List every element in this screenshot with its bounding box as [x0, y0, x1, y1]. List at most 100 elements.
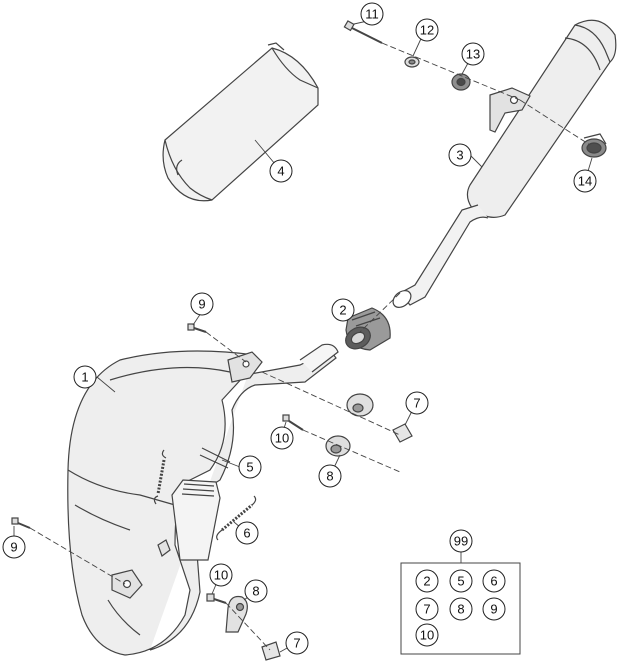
kit-number: 2	[423, 574, 430, 589]
callout-circle	[285, 631, 309, 655]
kit-circle	[449, 597, 473, 621]
callout-number: 6	[243, 526, 250, 541]
callout-circle	[244, 579, 268, 603]
callout-number: 5	[246, 460, 253, 475]
callout-number: 7	[413, 396, 420, 411]
part-rubber-sleeve	[345, 307, 391, 351]
kit-item: 7	[415, 597, 439, 621]
kit-item: 10	[415, 623, 439, 647]
callout-c7b: 7	[285, 631, 309, 655]
callout-number: 10	[214, 568, 228, 583]
alignment-lines	[29, 42, 591, 651]
kit-items: 99 2 5 6 7 8 9 10	[415, 529, 506, 647]
callout-number: 4	[277, 164, 284, 179]
kit-number: 5	[457, 574, 464, 589]
callout-c10a: 10	[270, 426, 294, 450]
callout-circle	[331, 298, 355, 322]
kit-number: 10	[420, 628, 434, 643]
part-spring-5	[153, 447, 231, 505]
callout-number: 7	[293, 636, 300, 651]
part-bolt-left	[11, 517, 31, 529]
kit-circle	[449, 529, 473, 553]
part-grommet	[581, 133, 607, 158]
kit-number: 99	[454, 534, 468, 549]
callout-circle	[2, 535, 26, 559]
kit-circle	[415, 597, 439, 621]
callout-c11: 11	[360, 2, 384, 26]
callout-circle	[73, 365, 97, 389]
kit-item: 2	[415, 569, 439, 593]
callout-c9a: 9	[190, 292, 214, 316]
part-heat-shield-sleeve	[162, 42, 319, 202]
callout-number: 14	[578, 174, 592, 189]
kit-circle	[449, 569, 473, 593]
callout-number: 11	[365, 7, 379, 22]
callout-circle	[461, 42, 485, 66]
kit-item: 6	[482, 569, 506, 593]
part-exhaust-pipe	[67, 343, 339, 656]
callout-c13: 13	[461, 42, 485, 66]
kit-item: 5	[449, 569, 473, 593]
callout-c5: 5	[238, 455, 262, 479]
callout-number: 2	[339, 303, 346, 318]
callout-c4: 4	[269, 159, 293, 183]
callout-c12: 12	[415, 18, 439, 42]
kit-item: 9	[482, 597, 506, 621]
kit-box-group: 99 2 5 6 7 8 9 10	[400, 529, 521, 655]
callout-circle	[269, 159, 293, 183]
callout-c8b: 8	[244, 579, 268, 603]
callout-c8a: 8	[318, 464, 342, 488]
callout-number: 1	[81, 370, 88, 385]
part-clip-nut-middle	[392, 423, 413, 443]
kit-number: 7	[423, 602, 430, 617]
callout-circle	[573, 169, 597, 193]
callout-number: 3	[456, 148, 463, 163]
callout-circle	[415, 18, 439, 42]
kit-circle	[415, 623, 439, 647]
kit-circle	[482, 569, 506, 593]
part-mount-rubber-lower	[325, 435, 351, 457]
part-spring-6	[216, 495, 257, 541]
callout-circle	[360, 2, 384, 26]
callout-c9b: 9	[2, 535, 26, 559]
part-mount-rubber-bottom	[225, 595, 248, 633]
callout-c1: 1	[73, 365, 97, 389]
kit-label: 99	[449, 529, 473, 553]
part-bolt-lower	[206, 593, 227, 604]
callout-circle	[318, 464, 342, 488]
callout-c3: 3	[448, 143, 472, 167]
kit-number: 9	[490, 602, 497, 617]
part-bolt-upper	[187, 323, 207, 333]
callout-number: 9	[10, 540, 17, 555]
callout-circle	[448, 143, 472, 167]
callout-c14: 14	[573, 169, 597, 193]
part-silencer	[392, 19, 617, 308]
part-washer	[404, 56, 420, 68]
kit-circle	[482, 597, 506, 621]
callout-number: 8	[252, 584, 259, 599]
part-mount-rubber-upper	[346, 393, 374, 417]
part-bolt-middle	[282, 414, 304, 431]
callout-c6: 6	[235, 521, 259, 545]
callout-c10b: 10	[209, 563, 233, 587]
callout-circle	[190, 292, 214, 316]
callout-number: 10	[275, 431, 289, 446]
part-bolt-top	[343, 20, 383, 44]
callout-number: 12	[420, 23, 434, 38]
part-rubber-bush	[451, 73, 471, 91]
kit-number: 6	[490, 574, 497, 589]
callout-number: 9	[198, 297, 205, 312]
callout-circle	[209, 563, 233, 587]
kit-item: 8	[449, 597, 473, 621]
callout-number: 8	[326, 469, 333, 484]
kit-circle	[415, 569, 439, 593]
callout-circle	[235, 521, 259, 545]
kit-number: 8	[457, 602, 464, 617]
callout-c7a: 7	[405, 391, 429, 415]
callout-circle	[270, 426, 294, 450]
callout-number: 13	[466, 47, 480, 62]
callout-c2: 2	[331, 298, 355, 322]
